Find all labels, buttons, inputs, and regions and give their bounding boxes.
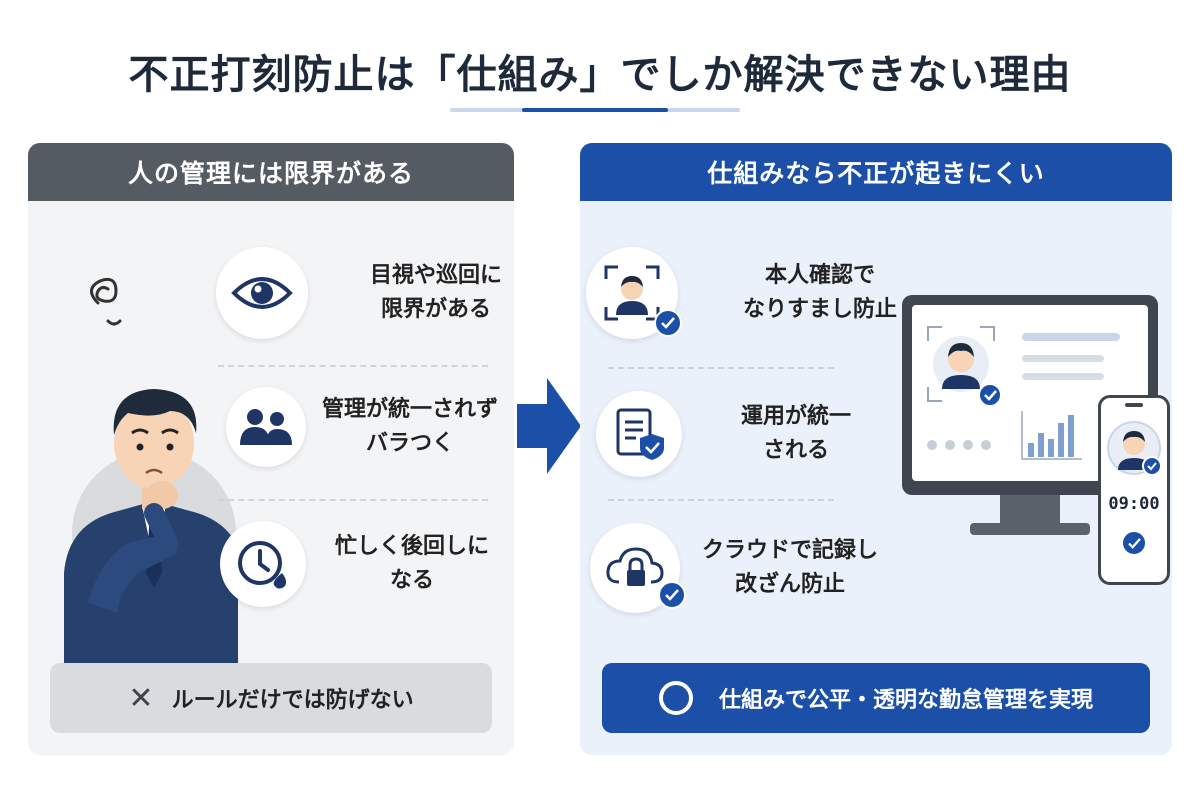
phone-time: 09:00 bbox=[1108, 494, 1160, 514]
worried-person-illustration bbox=[64, 277, 238, 683]
face-verify-icon bbox=[586, 247, 682, 339]
eye-icon bbox=[216, 247, 308, 339]
right-item-1-line2: なりすまし防止 bbox=[742, 297, 897, 322]
left-item-2: 管理が統一されず バラつく bbox=[226, 387, 508, 467]
left-footer-bar: ✕ ルールだけでは防げない bbox=[50, 663, 492, 733]
right-panel-heading: 仕組みなら不正が起きにくい bbox=[580, 143, 1172, 201]
left-item-1: 目視や巡回に 限界がある bbox=[216, 247, 526, 339]
left-item-1-line2: 限界がある bbox=[380, 297, 491, 322]
people-icon bbox=[226, 387, 306, 467]
smartphone-illustration: 09:00 bbox=[1098, 395, 1170, 585]
clock-icon bbox=[220, 521, 306, 607]
left-divider-1 bbox=[218, 365, 488, 367]
left-item-1-line1: 目視や巡回に bbox=[369, 263, 502, 288]
right-item-3-line2: 改ざん防止 bbox=[734, 572, 845, 597]
right-item-2-line1: 運用が統一 bbox=[740, 404, 851, 429]
left-item-2-line1: 管理が統一されず bbox=[321, 397, 498, 422]
document-shield-icon bbox=[596, 391, 682, 477]
right-item-1: 本人確認で なりすまし防止 bbox=[586, 247, 910, 339]
right-item-3: クラウドで記録し 改ざん防止 bbox=[590, 523, 890, 613]
cloud-lock-icon bbox=[590, 523, 686, 613]
cross-icon: ✕ bbox=[128, 680, 154, 716]
right-panel: 仕組みなら不正が起きにくい 本人確認で なりすまし防止 bbox=[580, 143, 1172, 755]
left-divider-2 bbox=[218, 499, 488, 501]
circle-mark-icon bbox=[658, 681, 693, 715]
phone-speaker bbox=[1125, 403, 1143, 407]
left-item-3: 忙しく後回しに なる bbox=[220, 521, 502, 607]
right-item-2-line2: される bbox=[762, 438, 829, 463]
check-icon bbox=[658, 581, 686, 609]
left-item-2-line2: バラつく bbox=[365, 431, 454, 456]
left-panel-heading: 人の管理には限界がある bbox=[28, 143, 514, 201]
right-item-1-line1: 本人確認で bbox=[764, 263, 875, 288]
left-item-3-line1: 忙しく後回しに bbox=[334, 534, 489, 559]
page-title: 不正打刻防止は「仕組み」でしか解決できない理由 bbox=[128, 52, 1072, 98]
phone-face-icon bbox=[1107, 421, 1162, 476]
monitor-illustration bbox=[902, 295, 1158, 535]
left-footer-text: ルールだけでは防げない bbox=[171, 688, 414, 713]
right-footer-bar: 仕組みで公平・透明な勤怠管理を実現 bbox=[602, 663, 1150, 733]
title-underline bbox=[450, 108, 740, 112]
arrow-right-icon bbox=[517, 378, 581, 474]
right-footer-text: 仕組みで公平・透明な勤怠管理を実現 bbox=[718, 688, 1093, 713]
left-panel: 人の管理には限界がある bbox=[28, 143, 514, 755]
right-divider-1 bbox=[608, 367, 834, 369]
check-icon bbox=[654, 309, 682, 337]
right-item-2: 運用が統一 される bbox=[596, 391, 876, 477]
phone-check-icon bbox=[1121, 530, 1147, 556]
right-item-3-line1: クラウドで記録し bbox=[701, 538, 878, 563]
right-divider-2 bbox=[608, 499, 834, 501]
left-item-3-line2: なる bbox=[389, 568, 434, 593]
